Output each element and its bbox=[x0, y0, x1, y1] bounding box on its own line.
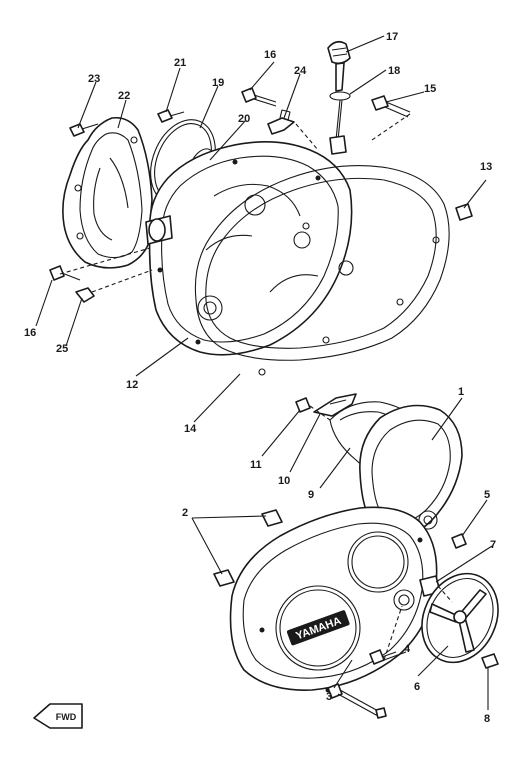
part-2-dowel-a bbox=[261, 509, 283, 527]
callout-24: 24 bbox=[294, 65, 307, 77]
callout-12: 12 bbox=[126, 379, 138, 391]
part-5-bolt bbox=[451, 533, 467, 549]
callout-18: 18 bbox=[388, 65, 400, 77]
part-21-bolt bbox=[157, 109, 185, 123]
callout-8: 8 bbox=[484, 713, 490, 725]
callout-6: 6 bbox=[414, 681, 420, 693]
part-15-bolt bbox=[371, 95, 411, 118]
dipstick bbox=[329, 99, 347, 155]
part-17-oil-cap bbox=[327, 40, 351, 92]
part-25-clip bbox=[75, 287, 95, 303]
part-8-nut bbox=[481, 653, 499, 669]
callout-3: 3 bbox=[326, 691, 332, 703]
callout-5: 5 bbox=[484, 489, 490, 501]
lower-crankcase-cover bbox=[229, 506, 438, 693]
callout-13: 13 bbox=[480, 161, 492, 173]
callout-4: 4 bbox=[404, 643, 411, 655]
part-3-bolt bbox=[327, 683, 387, 719]
callout-9: 9 bbox=[308, 489, 314, 501]
callout-2: 2 bbox=[182, 507, 188, 519]
callout-14: 14 bbox=[184, 423, 197, 435]
part-13-dowel bbox=[455, 203, 473, 221]
callout-19: 19 bbox=[212, 77, 224, 89]
leader-lines bbox=[35, 35, 493, 710]
callout-21: 21 bbox=[174, 57, 186, 69]
part-11-bolt bbox=[295, 397, 311, 413]
part-23-bolt bbox=[69, 123, 99, 137]
assembly-guide-lines-upper bbox=[59, 113, 411, 293]
part-6-spoke-cover bbox=[421, 572, 499, 664]
callout-16-top: 16 bbox=[264, 49, 276, 61]
callout-7: 7 bbox=[490, 539, 496, 551]
part-14-gasket bbox=[194, 165, 450, 376]
callout-17: 17 bbox=[386, 31, 398, 43]
callout-23: 23 bbox=[88, 73, 100, 85]
part-16-bolt-left bbox=[49, 265, 81, 281]
part-12-crankcase-cover bbox=[145, 141, 353, 356]
assembly-guide-lines-lower bbox=[309, 405, 453, 661]
part-2-dowel-b bbox=[213, 569, 235, 587]
fwd-direction-badge: FWD bbox=[33, 703, 83, 729]
part-10-clip bbox=[313, 393, 357, 417]
callout-25: 25 bbox=[56, 343, 68, 355]
callout-15: 15 bbox=[424, 83, 436, 95]
callout-labels: 1 2 3 4 5 6 7 8 9 10 11 12 13 14 15 16 1… bbox=[24, 31, 496, 725]
part-18-o-ring bbox=[329, 91, 351, 101]
callout-16-left: 16 bbox=[24, 327, 36, 339]
callout-20: 20 bbox=[238, 113, 250, 125]
callout-22: 22 bbox=[118, 90, 130, 102]
callout-11: 11 bbox=[250, 459, 262, 471]
callout-1: 1 bbox=[458, 386, 464, 398]
callout-10: 10 bbox=[278, 475, 290, 487]
part-22-left-cover bbox=[62, 116, 153, 269]
part-16-bolt-top bbox=[241, 87, 277, 107]
fwd-badge-text: FWD bbox=[56, 712, 77, 722]
part-24-clip bbox=[267, 109, 295, 135]
